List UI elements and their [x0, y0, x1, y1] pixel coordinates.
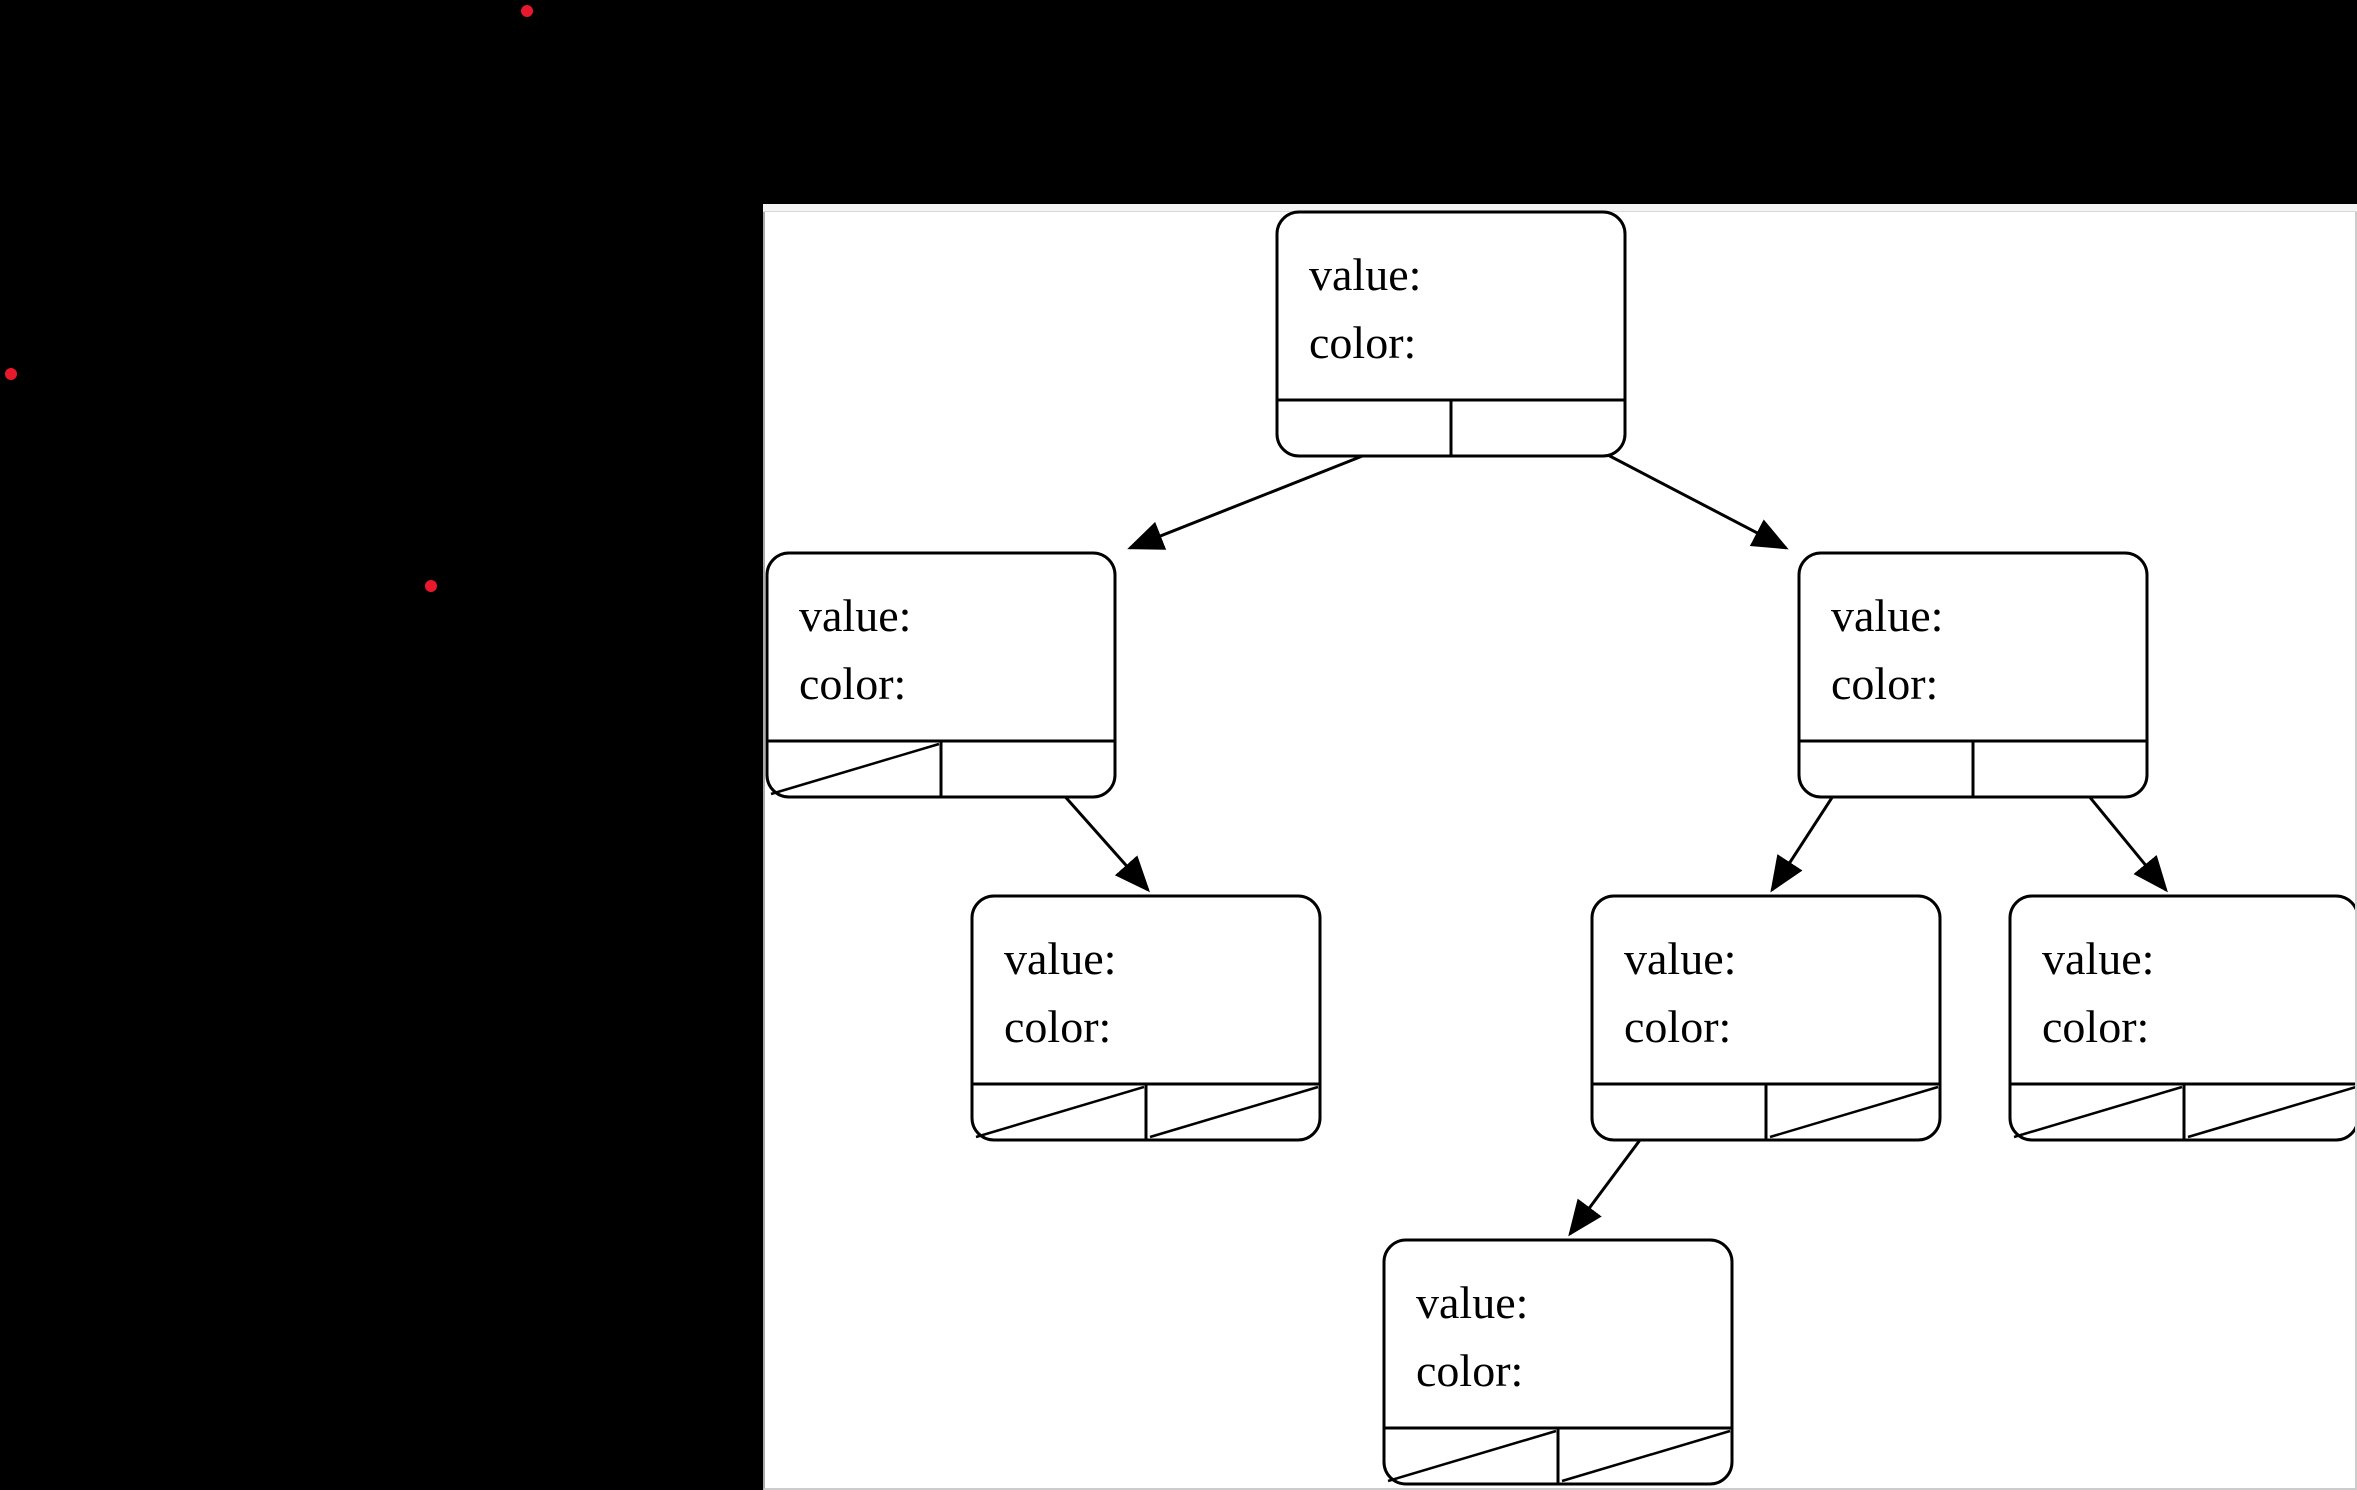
tree-node-deep-value-label: value: [1416, 1277, 1529, 1328]
tree-node-right-value-label: value: [1831, 590, 1944, 641]
tree-node-right-right-value-label: value: [2042, 933, 2155, 984]
tree-node-left-color-label: color: [799, 658, 907, 709]
tree-node-right-right[interactable] [2008, 894, 2357, 1142]
tree-node-left-value-label: value: [799, 590, 912, 641]
tree-node-deep[interactable] [1382, 1238, 1734, 1486]
tree-node-deep-left-null-slash [1387, 1429, 1557, 1483]
tree-node-right-left-value-label: value: [1624, 933, 1737, 984]
marker-3-dot [425, 580, 437, 592]
tree-node-root[interactable] [1275, 210, 1627, 458]
tree-node-left-left-null-slash [770, 742, 940, 796]
tree-node-right-color-label: color: [1831, 658, 1939, 709]
tree-node-right-left[interactable] [1590, 894, 1942, 1142]
tree-node-root-color-label: color: [1309, 317, 1417, 368]
tree-node-right-right-color-label: color: [2042, 1001, 2150, 1052]
tree-node-right-right-right-null-slash [2187, 1085, 2355, 1139]
marker-2-dot [5, 368, 17, 380]
tree-node-deep-right-null-slash [1561, 1429, 1731, 1483]
tree-node-deep-color-label: color: [1416, 1345, 1524, 1396]
tree-node-right-right-left-null-slash [2013, 1085, 2183, 1139]
tree-node-left[interactable] [765, 551, 1117, 799]
node-group [765, 210, 2357, 1486]
tree-node-right-left-right-null-slash [1769, 1085, 1939, 1139]
tree-node-left-right-right-null-slash [1149, 1085, 1319, 1139]
tree-node-left-right-value-label: value: [1004, 933, 1117, 984]
tree-node-left-right-left-null-slash [975, 1085, 1145, 1139]
tree-node-left-right[interactable] [970, 894, 1322, 1142]
marker-1-dot [521, 5, 533, 17]
tree-node-left-right-color-label: color: [1004, 1001, 1112, 1052]
tree-node-right-left-color-label: color: [1624, 1001, 1732, 1052]
edge-root-to-left[interactable] [1127, 451, 1371, 550]
tree-node-right[interactable] [1797, 551, 2149, 799]
tree-node-root-value-label: value: [1309, 249, 1422, 300]
